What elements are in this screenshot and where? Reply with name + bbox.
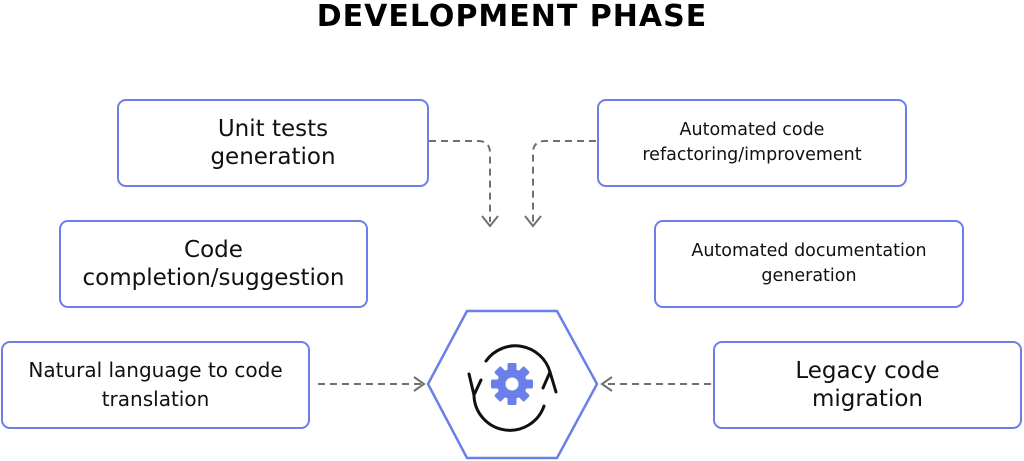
box-legacy-migration: Legacy code migration xyxy=(713,341,1022,429)
box-nl-to-code-label: Natural language to code translation xyxy=(28,358,283,411)
arrowhead-legacy xyxy=(600,376,613,392)
box-refactoring-label: Automated code refactoring/improvement xyxy=(642,120,862,165)
gear-with-refresh-arrows-icon xyxy=(467,344,558,432)
box-code-completion: Code completion/suggestion xyxy=(59,220,368,308)
box-unit-tests-label: Unit tests generation xyxy=(210,116,336,170)
box-code-completion-label: Code completion/suggestion xyxy=(82,237,345,291)
box-legacy-migration-label: Legacy code migration xyxy=(795,358,940,412)
box-documentation-label: Automated documentation generation xyxy=(691,241,927,286)
box-nl-to-code: Natural language to code translation xyxy=(1,341,310,429)
box-refactoring: Automated code refactoring/improvement xyxy=(597,99,907,187)
diagram-title: DEVELOPMENT PHASE xyxy=(316,0,708,34)
arrow-refactoring xyxy=(532,140,596,222)
arrowhead-unit-tests xyxy=(481,215,499,228)
box-documentation: Automated documentation generation xyxy=(654,220,964,308)
box-unit-tests: Unit tests generation xyxy=(117,99,429,187)
arrow-unit-tests xyxy=(429,140,491,222)
arrowhead-nl-to-code xyxy=(413,376,426,392)
arrowhead-refactoring xyxy=(524,215,542,228)
